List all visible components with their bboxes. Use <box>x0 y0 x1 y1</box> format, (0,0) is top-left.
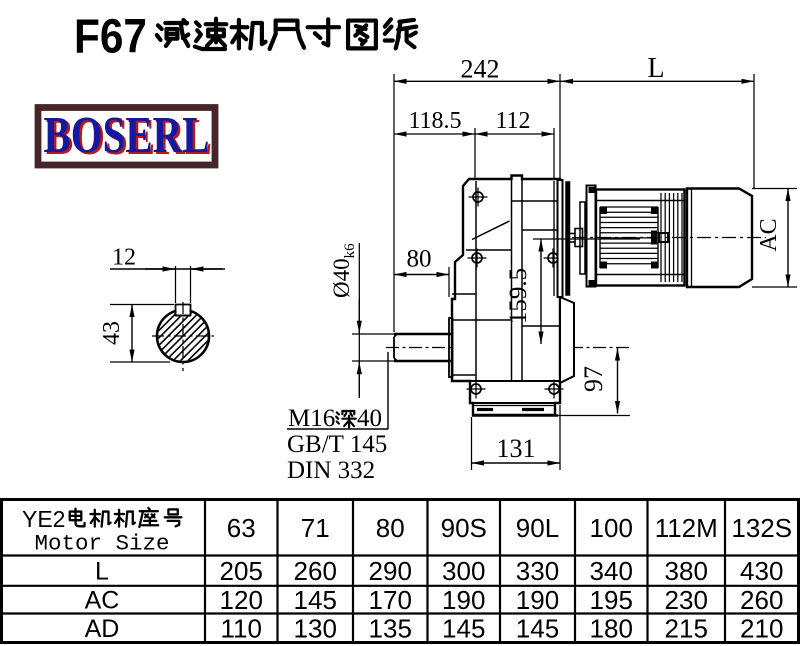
svg-text:145: 145 <box>442 614 485 644</box>
svg-text:63: 63 <box>227 513 256 543</box>
svg-text:12: 12 <box>112 245 136 271</box>
svg-text:71: 71 <box>301 513 330 543</box>
svg-text:40: 40 <box>357 405 382 432</box>
svg-text:112M: 112M <box>655 513 718 543</box>
svg-text:170: 170 <box>369 585 412 615</box>
svg-text:190: 190 <box>442 585 485 615</box>
svg-text:242: 242 <box>461 55 500 84</box>
svg-text:145: 145 <box>516 614 559 644</box>
svg-text:BOSERL: BOSERL <box>44 107 210 164</box>
svg-text:230: 230 <box>665 585 708 615</box>
svg-text:340: 340 <box>590 556 633 586</box>
svg-text:112: 112 <box>495 108 530 134</box>
svg-text:330: 330 <box>516 556 559 586</box>
svg-text:195: 195 <box>590 585 633 615</box>
svg-text:215: 215 <box>665 614 708 644</box>
svg-text:Motor Size: Motor Size <box>34 531 169 557</box>
svg-text:380: 380 <box>665 556 708 586</box>
svg-text:159.5: 159.5 <box>505 268 532 324</box>
svg-text:118.5: 118.5 <box>408 108 461 134</box>
svg-text:430: 430 <box>740 556 783 586</box>
svg-text:300: 300 <box>442 556 485 586</box>
svg-text:260: 260 <box>740 585 783 615</box>
svg-text:190: 190 <box>516 585 559 615</box>
svg-text:110: 110 <box>221 614 262 644</box>
svg-text:BOSERL: BOSERL <box>46 109 212 166</box>
svg-text:290: 290 <box>369 556 412 586</box>
svg-text:260: 260 <box>294 556 337 586</box>
svg-text:DIN 332: DIN 332 <box>287 457 375 484</box>
svg-text:80: 80 <box>407 246 432 273</box>
svg-text:L: L <box>95 558 109 586</box>
svg-text:120: 120 <box>220 585 263 615</box>
svg-text:90S: 90S <box>441 513 487 543</box>
svg-text:145: 145 <box>294 585 337 615</box>
svg-text:130: 130 <box>294 614 337 644</box>
svg-text:80: 80 <box>376 513 405 543</box>
svg-text:M16: M16 <box>288 405 335 432</box>
svg-text:131: 131 <box>497 434 536 463</box>
svg-text:180: 180 <box>590 614 633 644</box>
svg-text:L: L <box>647 53 664 84</box>
svg-text:132S: 132S <box>731 513 792 543</box>
svg-text:AD: AD <box>85 615 120 643</box>
svg-text:AC: AC <box>85 587 120 615</box>
svg-text:AC: AC <box>756 218 782 251</box>
svg-text:205: 205 <box>220 556 263 586</box>
svg-text:97: 97 <box>579 366 608 392</box>
svg-text:YE2: YE2 <box>22 506 65 532</box>
svg-text:GB/T 145: GB/T 145 <box>287 431 387 458</box>
svg-text:135: 135 <box>369 614 412 644</box>
svg-text:210: 210 <box>740 614 783 644</box>
svg-text:100: 100 <box>590 513 633 543</box>
svg-text:F67: F67 <box>74 11 147 64</box>
svg-text:90L: 90L <box>516 513 559 543</box>
svg-text:43: 43 <box>99 321 125 345</box>
